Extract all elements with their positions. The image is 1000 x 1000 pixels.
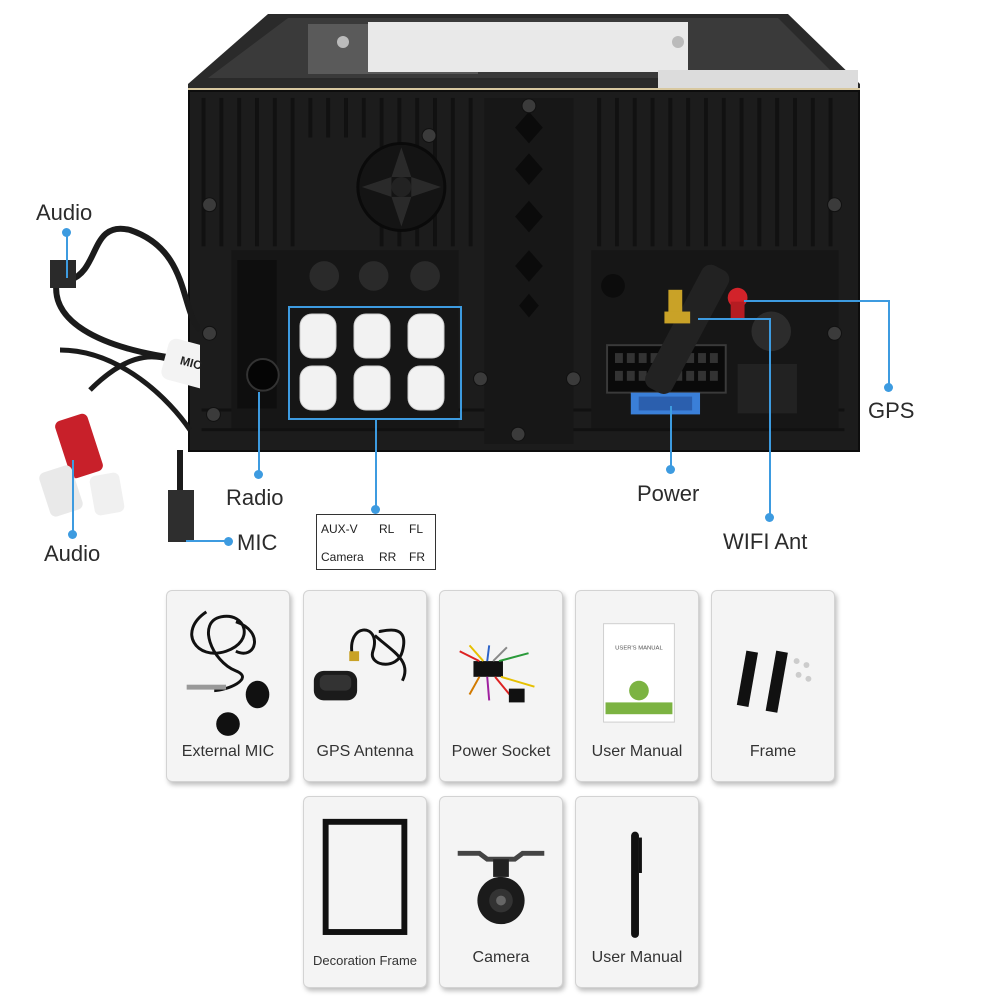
legend-camera: Camera bbox=[321, 550, 364, 564]
accessory-card-camera: Camera bbox=[439, 796, 563, 988]
unit-top-cover bbox=[188, 14, 860, 94]
camera-icon bbox=[457, 850, 545, 925]
rca-line bbox=[375, 420, 377, 510]
mic-label: MIC bbox=[237, 530, 278, 555]
accessory-label: GPS Antenna bbox=[316, 743, 414, 760]
audio-bottom-label: Audio bbox=[44, 541, 101, 566]
rca-legend: AUX-V RL FL Camera RR FR bbox=[316, 514, 436, 570]
legend-aux-v: AUX-V bbox=[321, 522, 358, 536]
mic-dot bbox=[224, 537, 233, 546]
wifi-label: WIFI Ant bbox=[723, 529, 808, 554]
audio-top-label: Audio bbox=[36, 200, 93, 225]
decoration-frame-icon bbox=[322, 818, 408, 935]
accessory-card-frame: Frame bbox=[711, 590, 835, 782]
accessory-label: Camera bbox=[472, 949, 530, 966]
accessory-label: External MIC bbox=[181, 743, 275, 760]
accessory-card-external-mic: External MIC bbox=[166, 590, 290, 782]
legend-rl: RL bbox=[379, 522, 395, 536]
radio-dot bbox=[254, 470, 263, 479]
gps-line-h bbox=[744, 300, 890, 302]
power-dot bbox=[666, 465, 675, 474]
gps-line bbox=[888, 300, 890, 386]
radio-label: Radio bbox=[226, 485, 284, 510]
legend-fl: FL bbox=[409, 522, 424, 536]
power-label: Power bbox=[637, 481, 700, 506]
legend-fr: FR bbox=[409, 550, 425, 564]
manual-icon: USER'S MANUAL bbox=[603, 623, 675, 723]
wifi-dot bbox=[765, 513, 774, 522]
accessory-label: Frame bbox=[749, 743, 797, 760]
accessory-card-power-socket: Power Socket bbox=[439, 590, 563, 782]
accessory-label: Power Socket bbox=[451, 743, 551, 760]
gps-dot bbox=[884, 383, 893, 392]
legend-rr: RR bbox=[379, 550, 397, 564]
accessory-card-user-manual-2: User Manual bbox=[575, 796, 699, 988]
power-line bbox=[670, 406, 672, 468]
power-harness-icon bbox=[459, 644, 535, 703]
audio-bottom-dot bbox=[68, 530, 77, 539]
accessory-label: User Manual bbox=[591, 949, 683, 966]
accessory-label: Decoration Frame bbox=[312, 953, 418, 968]
mic-line bbox=[186, 540, 226, 542]
wifi-line-h bbox=[698, 318, 770, 320]
audio-bottom-line bbox=[72, 460, 74, 532]
gps-label: GPS bbox=[868, 398, 915, 423]
rca-cables bbox=[39, 225, 200, 542]
rca-jacks bbox=[299, 313, 445, 411]
stylus-icon bbox=[631, 831, 642, 938]
audio-top-line bbox=[66, 232, 68, 278]
rca-dot bbox=[371, 505, 380, 514]
wifi-line bbox=[769, 318, 771, 516]
svg-text:USER'S MANUAL: USER'S MANUAL bbox=[615, 645, 663, 651]
rca-connector-highlight bbox=[288, 306, 462, 420]
frame-bracket-icon bbox=[736, 650, 812, 713]
accessory-label: User Manual bbox=[591, 743, 683, 760]
gps-antenna-icon bbox=[313, 628, 407, 701]
accessory-card-gps-antenna: GPS Antenna bbox=[303, 590, 427, 782]
accessory-card-user-manual: USER'S MANUAL User Manual bbox=[575, 590, 699, 782]
microphone-icon bbox=[186, 610, 270, 736]
accessory-card-decoration-frame: Decoration Frame bbox=[303, 796, 427, 988]
radio-line bbox=[258, 392, 260, 472]
